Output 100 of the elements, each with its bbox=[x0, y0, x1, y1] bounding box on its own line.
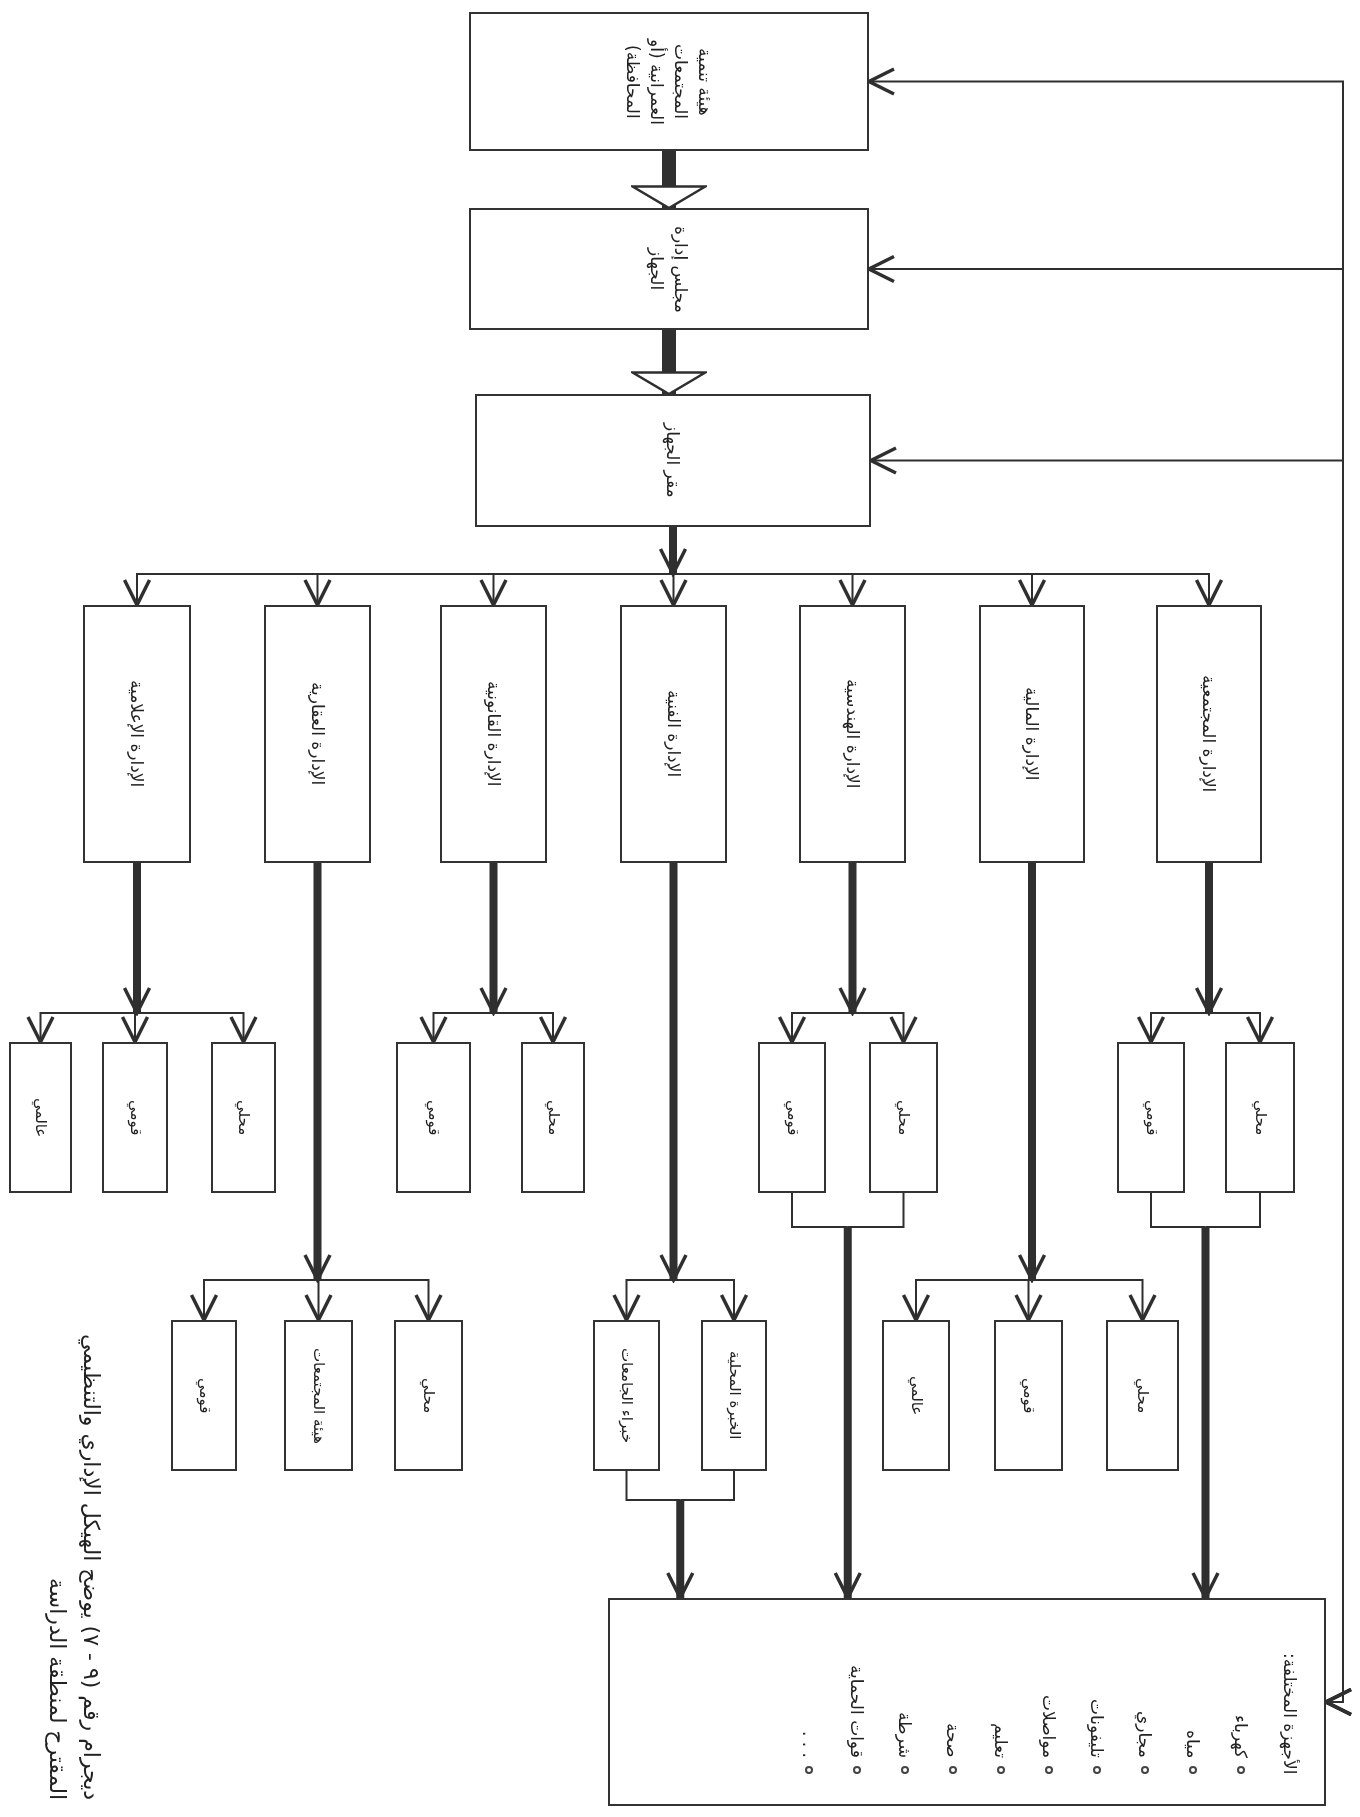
box-label: الخبرة المحلية bbox=[724, 1351, 745, 1440]
department-box bbox=[440, 605, 547, 863]
list-item: مياه bbox=[1182, 1729, 1204, 1758]
thick-arrow bbox=[1017, 863, 1047, 1282]
list-item: شرطة bbox=[894, 1711, 916, 1758]
thick-arrow bbox=[838, 863, 867, 1015]
box-label: مقر الجهاز bbox=[661, 423, 684, 498]
list-item: . . . bbox=[798, 1730, 820, 1758]
arrow bbox=[1136, 1012, 1210, 1044]
arrow bbox=[419, 1012, 495, 1044]
box-label: قومي bbox=[1019, 1377, 1039, 1414]
authority-box bbox=[469, 12, 869, 151]
box-label: قومي bbox=[782, 1099, 803, 1136]
thick-arrow bbox=[122, 863, 152, 1015]
thick-arrow bbox=[659, 863, 688, 1282]
box-label: هيئة تنمية المجتمعات العمرانية (أو المحافظة) bbox=[622, 37, 716, 127]
arrow bbox=[672, 1279, 749, 1322]
unit-box bbox=[394, 1320, 463, 1471]
department-box bbox=[264, 605, 371, 863]
thick-arrow bbox=[479, 863, 508, 1015]
board-box bbox=[469, 208, 869, 330]
department-box bbox=[83, 605, 191, 863]
box-label: الإدارة الإعلامية bbox=[126, 680, 148, 788]
box-label: عالمي bbox=[31, 1097, 51, 1138]
unit-box bbox=[758, 1042, 826, 1193]
box-label: محلي bbox=[419, 1377, 439, 1414]
arrow bbox=[136, 1012, 258, 1044]
thick-arrow bbox=[1191, 1227, 1220, 1600]
box-label: محلي bbox=[234, 1099, 254, 1136]
department-box bbox=[799, 605, 906, 863]
arrow bbox=[120, 1012, 150, 1044]
thick-arrow bbox=[666, 1500, 695, 1600]
connector-line bbox=[846, 1192, 905, 1228]
thick-arrow bbox=[1194, 863, 1224, 1015]
box-label: الإدارة العقارية bbox=[306, 682, 329, 786]
box-label: الإدارة المالية bbox=[1021, 687, 1043, 781]
department-box bbox=[979, 605, 1085, 863]
box-label: قومي bbox=[194, 1377, 215, 1414]
box-label: الإدارة الفنية bbox=[662, 690, 685, 778]
block-arrow bbox=[631, 330, 707, 396]
thick-arrow bbox=[833, 1227, 862, 1600]
unit-box bbox=[284, 1320, 353, 1471]
arrow bbox=[777, 1012, 854, 1044]
list-item: مواصلات bbox=[1038, 1694, 1060, 1758]
unit-box bbox=[882, 1320, 950, 1471]
department-box bbox=[620, 605, 727, 863]
connector-line bbox=[625, 1470, 682, 1501]
box-label: هيئة المجتمعات bbox=[309, 1347, 329, 1444]
arrow bbox=[316, 1279, 443, 1322]
caption: ديجرام رقم (٩ - ٧) يوضح الهيكل الإداري والتنظيمي المقترح لمنطقة الدراسة bbox=[44, 1332, 105, 1800]
agencies-box bbox=[608, 1598, 1326, 1806]
unit-box bbox=[593, 1320, 660, 1471]
box-label: قومي bbox=[424, 1099, 444, 1136]
list-item: صحة bbox=[942, 1723, 964, 1758]
department-box bbox=[1156, 605, 1262, 863]
box-label: الإدارة القانونية bbox=[482, 681, 505, 787]
box-label: مجلس إدارة الجهاز bbox=[645, 224, 692, 315]
block-arrow bbox=[631, 151, 707, 210]
thick-arrow bbox=[658, 527, 688, 576]
list-item: كهرباء bbox=[1230, 1714, 1252, 1758]
connector-line bbox=[1150, 1192, 1207, 1228]
unit-box bbox=[171, 1320, 237, 1471]
connector-line bbox=[791, 1192, 849, 1228]
list-item: تليفونات bbox=[1086, 1699, 1108, 1758]
box-label: خبراء الجامعات bbox=[617, 1348, 637, 1443]
box-label: محلي bbox=[1133, 1377, 1153, 1414]
unit-box bbox=[396, 1042, 471, 1193]
unit-box bbox=[1117, 1042, 1185, 1193]
unit-box bbox=[102, 1042, 168, 1193]
box-label: الإدارة المجتمعية bbox=[1198, 675, 1220, 793]
list-heading: الأجهزة المختلفة: bbox=[1278, 1652, 1301, 1774]
unit-box bbox=[1225, 1042, 1295, 1193]
arrow bbox=[304, 1279, 333, 1322]
thick-arrow bbox=[303, 863, 332, 1282]
arrow bbox=[851, 1012, 918, 1044]
arrow bbox=[1208, 1012, 1275, 1044]
unit-box bbox=[701, 1320, 767, 1471]
unit-box bbox=[521, 1042, 585, 1193]
box-label: محلي bbox=[1250, 1099, 1271, 1136]
unit-box bbox=[9, 1042, 72, 1193]
box-label: قومي bbox=[125, 1099, 146, 1136]
unit-box bbox=[211, 1042, 276, 1193]
headquarters-box bbox=[475, 394, 871, 527]
box-label: قومي bbox=[1141, 1099, 1162, 1136]
box-label: عالمي bbox=[906, 1375, 927, 1416]
arrow bbox=[492, 1012, 568, 1044]
list-item: تعليم bbox=[990, 1723, 1012, 1758]
connector-line bbox=[1204, 1192, 1261, 1228]
arrow bbox=[1031, 1279, 1157, 1322]
box-label: محلي bbox=[543, 1099, 564, 1136]
arrow bbox=[612, 1279, 675, 1322]
connector-line bbox=[679, 1470, 735, 1501]
arrow bbox=[189, 1279, 319, 1322]
box-label: الإدارة الهندسية bbox=[841, 679, 864, 789]
arrow bbox=[1014, 1279, 1043, 1322]
arrow bbox=[659, 573, 688, 607]
unit-box bbox=[1106, 1320, 1179, 1471]
list-item: مجاري bbox=[1134, 1711, 1156, 1758]
unit-box bbox=[994, 1320, 1063, 1471]
box-label: محلي bbox=[894, 1099, 914, 1136]
